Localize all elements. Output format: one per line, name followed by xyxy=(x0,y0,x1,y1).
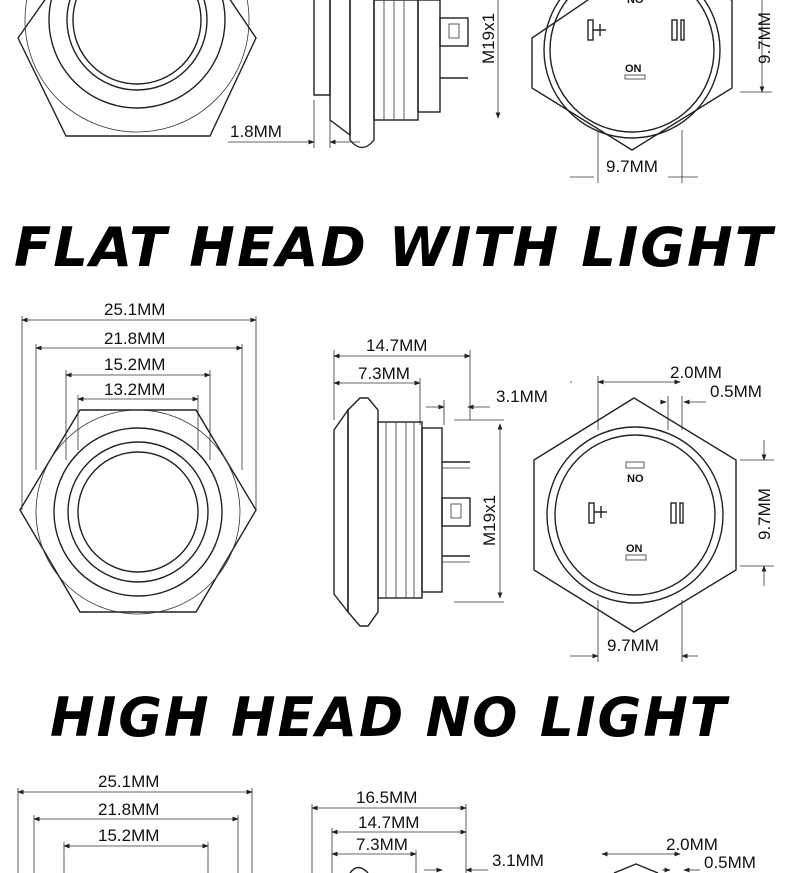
section2-h-97: 9.7MM xyxy=(607,636,659,655)
section3-dim-15-2: 15.2MM xyxy=(98,826,159,845)
section3-dim-21-8: 21.8MM xyxy=(98,800,159,819)
section2-front-view: 25.1MM 21.8MM 15.2MM 13.2MM xyxy=(19,300,257,615)
section2-dim-7-3: 7.3MM xyxy=(358,364,410,383)
section2-side-view: 14.7MM 7.3MM 3.1MM M19x1 xyxy=(333,336,548,627)
section3-dim-14-7: 14.7MM xyxy=(358,813,419,832)
section3-side-view: 16.5MM 14.7MM 7.3MM 3.1MM xyxy=(311,788,544,873)
section1-no-label: NO xyxy=(627,0,644,6)
section1-front-view xyxy=(17,0,257,137)
section3-dim-3-1: 3.1MM xyxy=(492,851,544,870)
section1-dim-1-8: 1.8MM xyxy=(230,122,282,141)
section2-dim-15-2: 15.2MM xyxy=(104,355,165,374)
section1-thread-label: M19x1 xyxy=(479,13,498,64)
section1-side-view: M19x1 1.8MM xyxy=(228,0,501,149)
heading-high-head-no-light: HIGH HEAD NO LIGHT xyxy=(50,686,730,749)
section2-dim-14-7: 14.7MM xyxy=(366,336,427,355)
section3-dim-7-3: 7.3MM xyxy=(356,835,408,854)
section2-dim-13-2: 13.2MM xyxy=(104,380,165,399)
section3-front-view: 25.1MM 21.8MM 15.2MM xyxy=(17,772,253,873)
section1-rear-view: ON NO 9.7MM 9.7MM xyxy=(531,0,774,183)
section2-dim-3-1: 3.1MM xyxy=(496,387,548,406)
section3-dim-16-5: 16.5MM xyxy=(356,788,417,807)
section2-dim-0-5: 0.5MM xyxy=(710,382,762,401)
section2-dim-21-8: 21.8MM xyxy=(104,329,165,348)
section2-dim-2-0: 2.0MM xyxy=(670,363,722,382)
section2-no-label: NO xyxy=(627,473,644,485)
section1-v-97: 9.7MM xyxy=(755,12,774,64)
section3-rear-view: 2.0MM 0.5MM xyxy=(601,835,756,873)
section2-rear-view: 2.0MM 0.5MM NO ON 9.7MM 9.7MM xyxy=(533,363,774,662)
section1-h-97: 9.7MM xyxy=(606,157,658,176)
heading-flat-head-with-light: FLAT HEAD WITH LIGHT xyxy=(14,216,776,279)
section2-thread-label: M19x1 xyxy=(480,495,499,546)
section3-dim-2-0: 2.0MM xyxy=(666,835,718,854)
section2-v-97: 9.7MM xyxy=(755,488,774,540)
section3-dim-25-1: 25.1MM xyxy=(98,772,159,791)
section3-dim-0-5: 0.5MM xyxy=(704,853,756,872)
section2-dim-25-1: 25.1MM xyxy=(104,300,165,319)
section2-on-label: ON xyxy=(626,543,643,555)
section1-on-label: ON xyxy=(625,63,642,75)
